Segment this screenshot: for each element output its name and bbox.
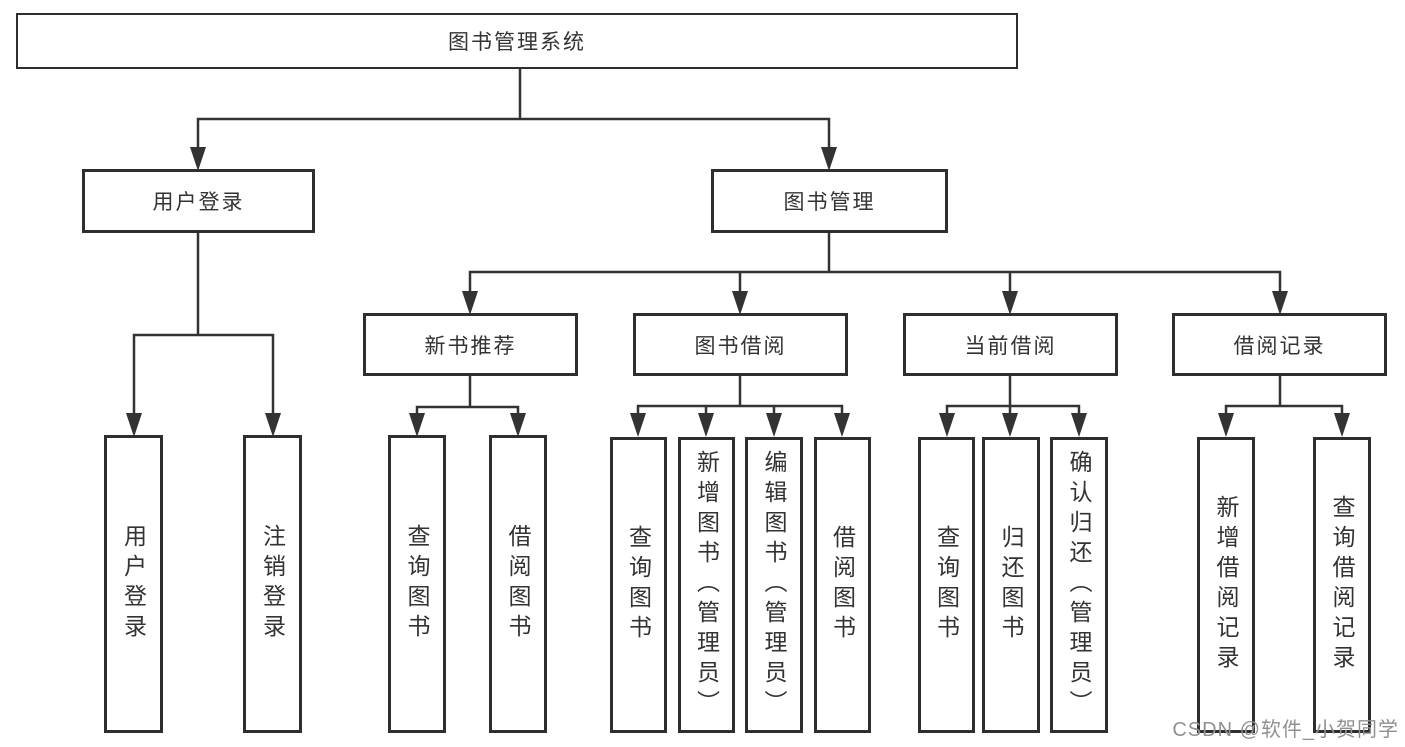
arrowhead — [1071, 413, 1087, 437]
node-borrow-records: 借阅记录 — [1172, 313, 1387, 376]
node-leaf-newbooks-borrow-label: 借阅图书 — [505, 524, 531, 644]
node-book-borrow-label: 图书借阅 — [694, 334, 787, 358]
connector-new-books-children — [409, 376, 526, 437]
connector-user-login-children — [126, 233, 281, 437]
node-leaf-currentborrow-confirm-label: 确认归还（管理员） — [1066, 450, 1092, 720]
arrowhead — [1002, 291, 1018, 315]
node-leaf-currentborrow-return: 归还图书 — [982, 437, 1040, 733]
arrowhead — [698, 413, 714, 437]
connector-current-borrow-children — [939, 376, 1087, 437]
connector-system-children — [190, 69, 837, 171]
node-leaf-currentborrow-query-label: 查询图书 — [933, 525, 960, 645]
node-borrow-records-label: 借阅记录 — [1233, 334, 1326, 358]
arrowhead — [766, 413, 782, 437]
node-leaf-newbooks-query: 查询图书 — [388, 435, 446, 733]
edge-line — [196, 69, 831, 150]
node-leaf-newbooks-borrow: 借阅图书 — [489, 435, 547, 733]
node-book-mgmt: 图书管理 — [711, 169, 948, 233]
node-system-label: 图书管理系统 — [448, 31, 586, 54]
node-leaf-currentborrow-return-label: 归还图书 — [998, 525, 1024, 645]
arrowhead — [939, 413, 955, 437]
node-leaf-records-add-label: 新增借阅记录 — [1213, 495, 1239, 675]
arrowhead — [630, 413, 646, 437]
arrowhead — [1272, 291, 1288, 315]
node-leaf-logout: 注销登录 — [243, 435, 302, 733]
node-new-books-label: 新书推荐 — [424, 334, 517, 358]
arrowhead — [265, 413, 281, 437]
node-leaf-records-add: 新增借阅记录 — [1197, 437, 1255, 733]
node-leaf-currentborrow-query: 查询图书 — [918, 437, 975, 733]
node-leaf-bookborrow-add-label: 新增图书（管理员） — [693, 450, 720, 720]
arrowhead — [1218, 413, 1234, 437]
arrowhead — [1002, 413, 1018, 437]
node-leaf-logout-label: 注销登录 — [259, 524, 286, 644]
arrowhead — [190, 147, 206, 171]
node-new-books: 新书推荐 — [363, 313, 578, 376]
edge-line — [945, 376, 1081, 415]
node-current-borrow: 当前借阅 — [903, 313, 1118, 376]
node-book-mgmt-label: 图书管理 — [783, 191, 876, 214]
edge-line — [468, 233, 1282, 294]
arrowhead — [126, 413, 142, 437]
node-book-borrow: 图书借阅 — [633, 313, 848, 376]
arrowhead — [1334, 413, 1350, 437]
connector-book-borrow-children — [630, 376, 850, 437]
node-system: 图书管理系统 — [16, 13, 1018, 69]
arrowhead — [510, 413, 526, 437]
node-leaf-newbooks-query-label: 查询图书 — [404, 524, 430, 644]
node-leaf-bookborrow-query-label: 查询图书 — [625, 525, 652, 645]
node-leaf-user-login: 用户登录 — [104, 435, 163, 733]
edge-line — [1224, 376, 1344, 415]
arrowhead — [732, 291, 748, 315]
node-leaf-bookborrow-borrow: 借阅图书 — [814, 437, 871, 733]
node-leaf-currentborrow-confirm: 确认归还（管理员） — [1050, 437, 1108, 733]
edge-line — [132, 233, 275, 416]
edge-line — [415, 376, 520, 415]
edge-line — [636, 376, 844, 415]
node-leaf-bookborrow-add: 新增图书（管理员） — [678, 437, 735, 733]
node-user-login: 用户登录 — [82, 169, 315, 233]
node-leaf-records-query-label: 查询借阅记录 — [1329, 495, 1355, 675]
node-leaf-bookborrow-edit-label: 编辑图书（管理员） — [761, 450, 787, 720]
arrowhead — [409, 413, 425, 437]
connector-book-mgmt-children — [462, 233, 1288, 315]
node-current-borrow-label: 当前借阅 — [964, 334, 1057, 358]
arrowhead — [462, 291, 478, 315]
node-user-login-label: 用户登录 — [152, 191, 245, 214]
node-leaf-bookborrow-query: 查询图书 — [610, 437, 667, 733]
csdn-watermark: CSDN @软件_小贺同学 — [1172, 719, 1399, 741]
node-leaf-records-query: 查询借阅记录 — [1313, 437, 1371, 733]
arrowhead — [834, 413, 850, 437]
arrowhead — [821, 147, 837, 171]
node-leaf-bookborrow-edit: 编辑图书（管理员） — [745, 437, 803, 733]
connector-borrow-records-children — [1218, 376, 1350, 437]
node-leaf-user-login-label: 用户登录 — [120, 524, 147, 644]
node-leaf-bookborrow-borrow-label: 借阅图书 — [829, 525, 856, 645]
